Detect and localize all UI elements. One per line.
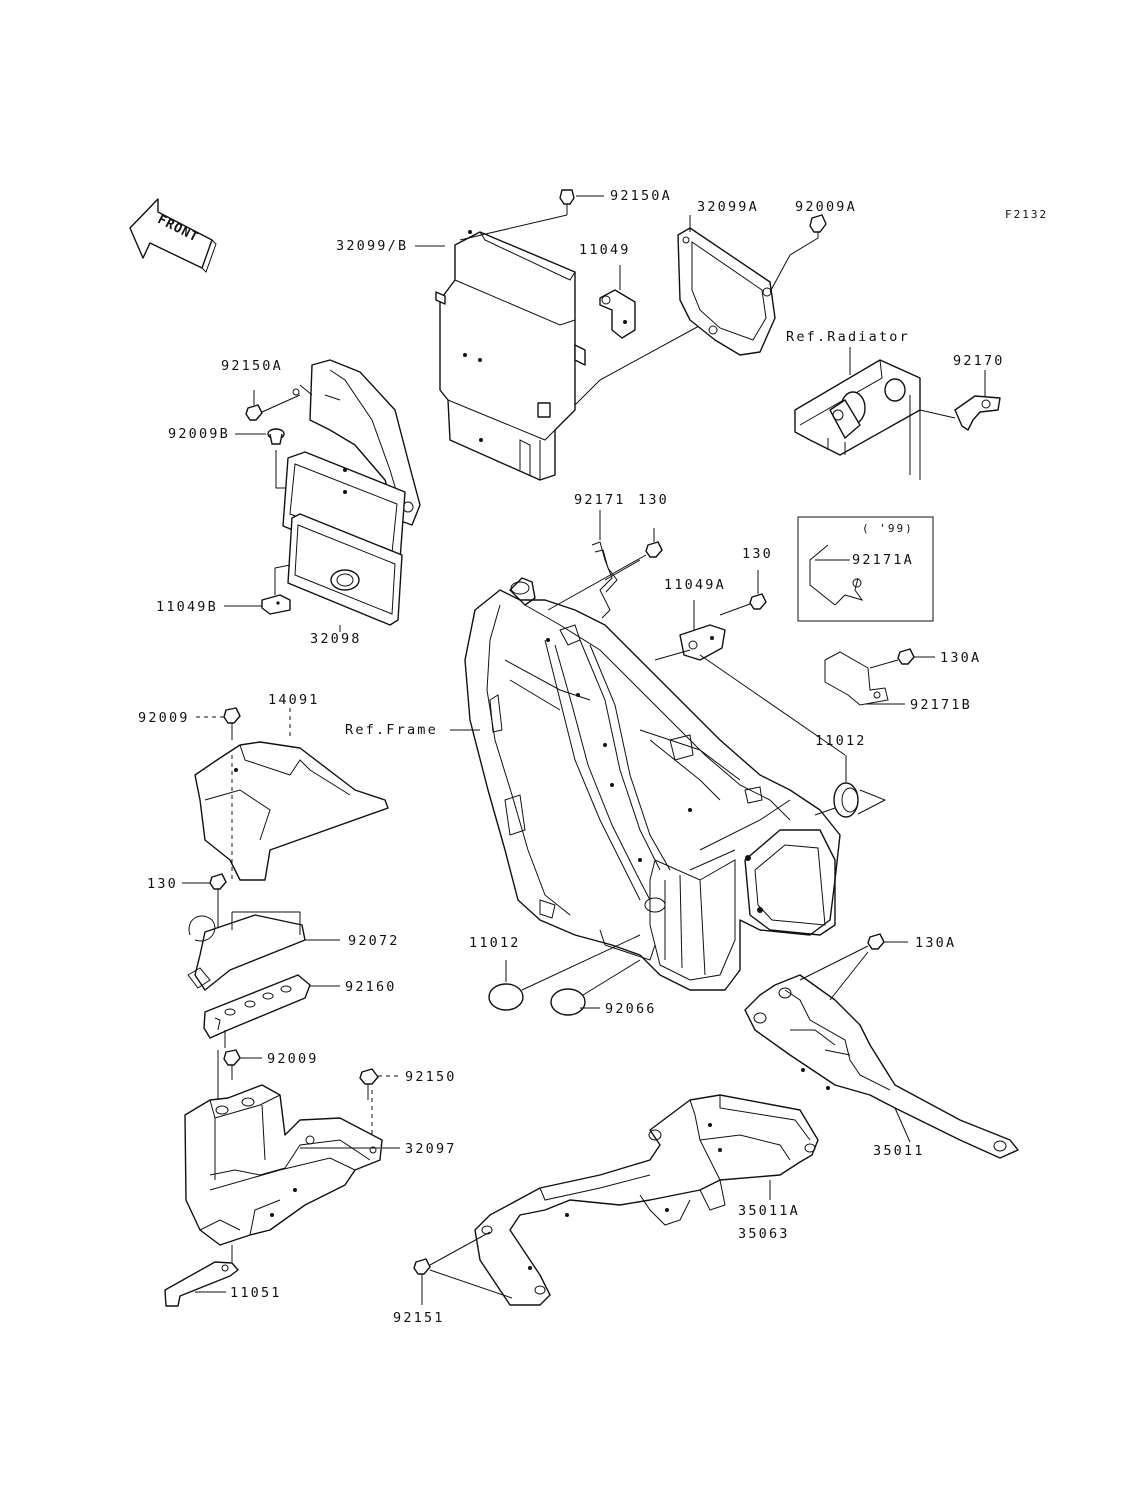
bolt-130-right <box>719 570 767 616</box>
cap-11012-left <box>488 983 524 1011</box>
callout-92170: 92170 <box>953 353 1005 369</box>
callout-92171b: 92171B <box>910 697 972 713</box>
callout-130-right: 130 <box>742 546 773 562</box>
callout-92009-bottom: 92009 <box>267 1051 319 1067</box>
callout-11049a: 11049A <box>664 577 726 593</box>
bolt-92150 <box>359 1068 379 1100</box>
callout-14091: 14091 <box>268 692 320 708</box>
stay-11051 <box>164 1261 239 1307</box>
battery-box-32097 <box>184 1084 383 1246</box>
bracket-35011 <box>744 974 1019 1159</box>
shield-14091 <box>194 741 389 881</box>
year-note: ( '99) <box>862 522 914 535</box>
clip-92171 <box>591 541 618 619</box>
callout-11049b: 11049B <box>156 599 218 615</box>
callout-32098: 32098 <box>310 631 362 647</box>
callout-92150: 92150 <box>405 1069 457 1085</box>
callout-11049: 11049 <box>579 242 631 258</box>
cap-92066 <box>550 988 586 1016</box>
frame-reference <box>464 577 841 991</box>
bolt-92150a-top <box>559 189 575 215</box>
bolt-92150a-left <box>245 394 301 421</box>
tray-92160 <box>203 974 311 1039</box>
bracket-35011a <box>474 1094 819 1306</box>
bolt-92009-top <box>223 707 241 740</box>
bolt-92151 <box>413 1258 431 1305</box>
reference-radiator: Ref.Radiator <box>786 329 910 345</box>
callout-92009a: 92009A <box>795 199 857 215</box>
callout-11051: 11051 <box>230 1285 282 1301</box>
reference-frame: Ref.Frame <box>345 722 438 738</box>
bolt-130a-bottom <box>867 933 885 950</box>
callout-130-left: 130 <box>147 876 178 892</box>
grommet-92009b <box>267 428 285 445</box>
bracket-left-cover <box>292 359 421 526</box>
air-box-32099b <box>435 230 586 481</box>
bolt-130a-top <box>897 648 915 665</box>
clamp-92072 <box>187 911 306 991</box>
callout-92150a-left: 92150A <box>221 358 283 374</box>
clip-92171b <box>824 651 889 706</box>
callout-130-top: 130 <box>638 492 669 508</box>
radiator-reference <box>794 359 921 480</box>
callout-130a-top: 130A <box>940 650 981 666</box>
bolt-130-top <box>645 528 663 558</box>
front-arrow: FRONT <box>129 198 217 273</box>
callout-92151: 92151 <box>393 1310 445 1326</box>
bracket-11049 <box>599 289 636 339</box>
air-filter-32098 <box>287 513 403 626</box>
bracket-11049b <box>261 594 291 615</box>
seal-11012-right <box>833 782 859 818</box>
callout-32097: 32097 <box>405 1141 457 1157</box>
callout-92160: 92160 <box>345 979 397 995</box>
bolt-92009a <box>769 214 827 293</box>
cover-32099a <box>677 227 776 356</box>
callout-32099b: 32099/B <box>336 238 408 254</box>
callout-35011: 35011 <box>873 1143 925 1159</box>
clamp-92170 <box>954 395 1001 431</box>
callout-92009b: 92009B <box>168 426 230 442</box>
callout-11012-left: 11012 <box>469 935 521 951</box>
callout-92171: 92171 <box>574 492 626 508</box>
callout-92072: 92072 <box>348 933 400 949</box>
year-variant-box: ( '99) <box>797 516 934 622</box>
callout-130a-bottom: 130A <box>915 935 956 951</box>
callout-92150a-top: 92150A <box>610 188 672 204</box>
callout-92171a: 92171A <box>852 552 914 568</box>
callout-35011a: 35011A <box>738 1203 800 1219</box>
callout-92009-top: 92009 <box>138 710 190 726</box>
callout-32099a: 32099A <box>697 199 759 215</box>
callout-92066: 92066 <box>605 1001 657 1017</box>
callout-35063: 35063 <box>738 1226 790 1242</box>
diagram-code: F2132 <box>1005 208 1048 221</box>
bolt-92009-bottom <box>223 1049 241 1080</box>
callout-11012-right: 11012 <box>815 733 867 749</box>
bracket-11049a <box>679 624 726 661</box>
